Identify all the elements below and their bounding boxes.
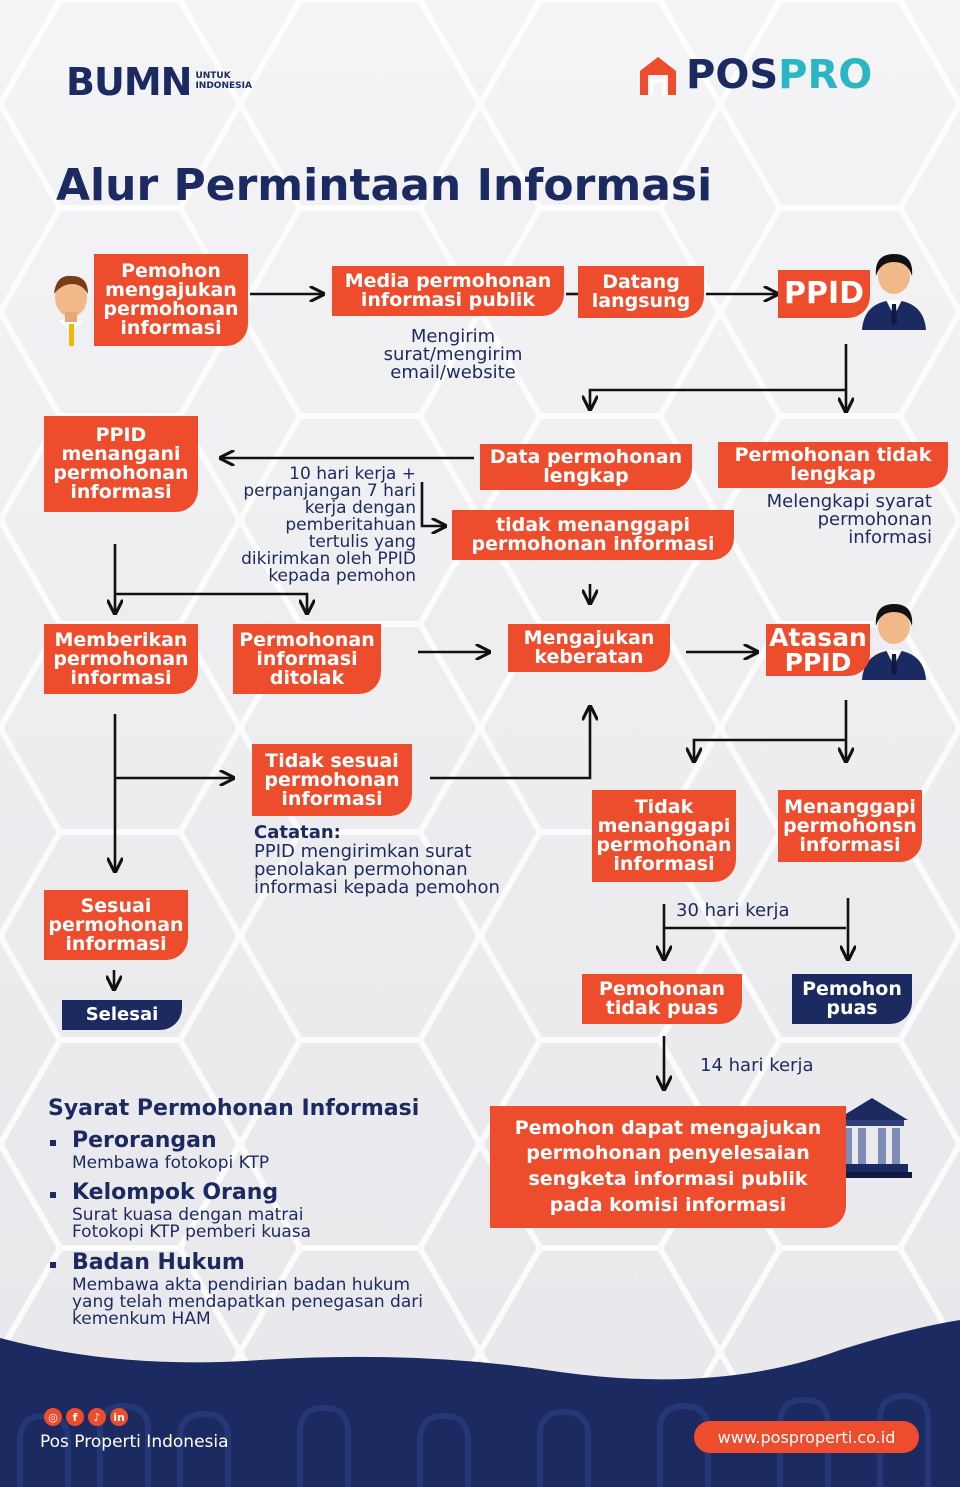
note-10-hari: 10 hari kerja + perpanjangan 7 hari kerj…	[241, 464, 416, 586]
person-icon-pemohon	[34, 275, 108, 348]
bullet	[50, 1140, 56, 1146]
bullet	[50, 1262, 56, 1268]
box-memberikan: Memberikan permohonan informasi	[44, 624, 198, 694]
footer-wave	[0, 1320, 960, 1487]
box-selesai: Selesai	[62, 1000, 182, 1030]
requirement-desc: Surat kuasa dengan matrai Fotokopi KTP p…	[72, 1205, 312, 1242]
bullet	[50, 1192, 56, 1198]
pospro-house-icon	[640, 57, 676, 95]
box-atasan-menanggapi: Menanggapi permohonsn informasi	[778, 790, 922, 862]
building-icon-komisi	[832, 1098, 912, 1178]
box-datang-langsung: Datang langsung	[578, 266, 704, 318]
box-sengketa: Pemohon dapat mengajukan permohonan peny…	[490, 1106, 846, 1228]
box-tidak-puas: Pemohonan tidak puas	[582, 974, 742, 1024]
requirement-desc: Membawa fotokopi KTP	[72, 1153, 270, 1173]
box-ppid-menangani: PPID menangani permohonan informasi	[44, 416, 198, 512]
note-30-hari: 30 hari kerja	[676, 900, 790, 921]
person-icon-atasan	[862, 604, 926, 680]
box-data-lengkap: Data permohonan lengkap	[480, 444, 692, 490]
requirement-badan-hukum: Badan Hukum Membawa akta pendirian badan…	[50, 1250, 423, 1329]
person-icon-ppid	[862, 254, 926, 330]
pospro-logo: POS PRO	[636, 52, 872, 98]
bumn-logo-text: BUMN	[66, 60, 192, 104]
bumn-logo-sub: UNTUK INDONESIA	[195, 71, 252, 91]
box-pemohon-mengajukan: Pemohon mengajukan permohonan informasi	[94, 254, 248, 346]
box-tidak-menanggapi: tidak menanggapi permohonan informasi	[452, 510, 734, 560]
page-title: Alur Permintaan Informasi	[56, 160, 713, 211]
box-sesuai: Sesuai permohonan informasi	[44, 890, 188, 960]
footer-company-name: Pos Properti Indonesia	[40, 1432, 229, 1452]
box-puas: Pemohon puas	[792, 974, 912, 1024]
tiktok-icon[interactable]: ♪	[88, 1408, 106, 1426]
requirement-head: Perorangan	[72, 1128, 217, 1153]
linkedin-icon[interactable]: in	[110, 1408, 128, 1426]
note-catatan-label: Catatan:	[254, 822, 341, 843]
requirement-perorangan: Perorangan Membawa fotokopi KTP	[50, 1128, 270, 1173]
pospro-text-pos: POS	[686, 52, 779, 98]
box-tidak-lengkap: Permohonan tidak lengkap	[718, 442, 948, 488]
website-link[interactable]: www.posproperti.co.id	[694, 1421, 919, 1453]
instagram-icon[interactable]: ◎	[44, 1408, 62, 1426]
requirement-kelompok: Kelompok Orang Surat kuasa dengan matrai…	[50, 1180, 312, 1242]
note-media: Mengirim surat/mengirim email/website	[383, 326, 523, 383]
facebook-icon[interactable]: f	[66, 1408, 84, 1426]
pospro-text-pro: PRO	[778, 52, 873, 98]
box-ppid: PPID	[778, 270, 870, 318]
note-14-hari: 14 hari kerja	[700, 1055, 814, 1076]
box-keberatan: Mengajukan keberatan	[508, 624, 670, 672]
requirement-head: Kelompok Orang	[72, 1180, 279, 1205]
box-media-permohonan: Media permohonan informasi publik	[332, 266, 564, 316]
requirement-head: Badan Hukum	[72, 1250, 245, 1275]
social-icons: ◎ f ♪ in	[44, 1408, 128, 1426]
bumn-logo: BUMN UNTUK INDONESIA	[66, 60, 252, 104]
box-atasan-tidak-menanggapi: Tidak menanggapi permohonan informasi	[592, 790, 736, 882]
box-ditolak: Permohonan informasi ditolak	[233, 624, 381, 694]
requirements-title: Syarat Permohonan Informasi	[48, 1096, 420, 1121]
box-tidak-sesuai: Tidak sesuai permohonan informasi	[252, 744, 412, 816]
requirement-desc: Membawa akta pendirian badan hukum yang …	[72, 1275, 423, 1329]
note-tidak-lengkap: Melengkapi syarat permohonan informasi	[766, 491, 932, 548]
box-atasan-ppid: Atasan PPID	[766, 624, 870, 676]
note-catatan-text: PPID mengirimkan surat penolakan permoho…	[254, 841, 500, 898]
